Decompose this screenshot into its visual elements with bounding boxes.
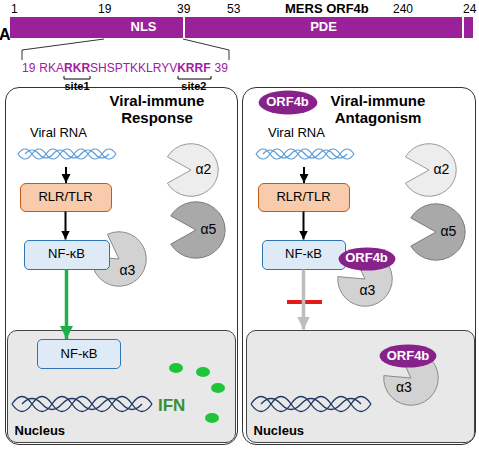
residue-number: 1 <box>11 3 18 17</box>
oval-body <box>380 344 437 367</box>
site-bracket <box>178 76 211 79</box>
residue-number: 24 <box>463 3 476 17</box>
node-heading: α3 <box>360 282 376 298</box>
viral-protein-oval: ORF4b <box>379 344 437 368</box>
importin-body <box>167 143 218 196</box>
importin-shape: α5 <box>165 200 227 260</box>
connector-arrow <box>302 270 306 330</box>
sequence-row: 19 RKARKRSHSPTKKLRYVKRRF 39 <box>22 62 228 76</box>
domain-segment: PDE <box>185 17 462 38</box>
rna-label: Viral RNA <box>268 126 325 141</box>
rna-label: Viral RNA <box>30 126 87 141</box>
importin-shape: α2 <box>162 142 220 198</box>
node-label: NF-κB <box>61 347 98 362</box>
node-heading: Nucleus <box>15 424 66 439</box>
node-label: PDE <box>310 20 337 35</box>
node-heading: Viral-immune Antagonism <box>317 92 439 127</box>
node-label: ORF4b <box>266 95 309 110</box>
residue-number: 240 <box>393 3 413 17</box>
importin-shape: α2 <box>400 142 458 198</box>
node-label: ORF4b <box>345 251 388 266</box>
inhibition-bar <box>287 300 322 304</box>
residue-number: 19 <box>22 62 35 76</box>
residue-number: 53 <box>227 3 240 17</box>
residue-number: 19 <box>98 3 111 17</box>
node-heading: α2 <box>434 161 450 177</box>
site-bracket <box>64 76 90 79</box>
protein-name: MERS ORF4b <box>285 2 369 17</box>
importin-body <box>337 251 392 306</box>
dna-helix <box>12 397 152 412</box>
signal-arrow <box>65 167 67 183</box>
importin-body <box>410 203 464 259</box>
node-heading: Viral-immune Response <box>88 92 226 127</box>
site-label: site2 <box>181 80 206 93</box>
signal-arrow <box>303 167 305 183</box>
residue-number: 39 <box>177 3 190 17</box>
oval-body <box>258 90 317 114</box>
node-label: NF-κB <box>285 247 322 262</box>
node-label: RLR/TLR <box>38 190 92 205</box>
oval-body <box>338 247 395 270</box>
node-heading: α5 <box>201 221 217 237</box>
panel-letter: A <box>0 26 11 44</box>
node-heading: α2 <box>196 161 212 177</box>
nucleus-box: Nucleus NF-κB <box>7 330 236 443</box>
nucleus-box: Nucleus α3 ORF4b <box>246 330 475 443</box>
importin-body <box>405 143 456 196</box>
viral-protein-oval: ORF4b <box>258 90 318 115</box>
receptor-box: RLR/TLR <box>20 183 112 212</box>
residue-number: 39 <box>215 62 228 76</box>
node-heading: α5 <box>441 223 457 239</box>
importin-body <box>91 231 146 286</box>
node-label: NLS <box>131 20 157 35</box>
dna-helix <box>251 397 371 412</box>
node-heading: Nucleus <box>254 424 305 439</box>
sequence-motif: KRRF <box>177 62 210 76</box>
rna-strand <box>18 149 116 159</box>
receptor-box: RLR/TLR <box>258 183 350 212</box>
panel-box: Viral-immune AntagonismORF4bRLR/TLRα2α5N… <box>242 87 476 445</box>
site-label: site1 <box>65 80 90 93</box>
sequence-text: RKA <box>39 62 64 76</box>
node-heading: α3 <box>120 262 136 278</box>
domain-segment: NLS <box>104 17 183 38</box>
sequence-motif: RKR <box>64 62 90 76</box>
rna-strand <box>256 149 354 159</box>
node-label: RLR/TLR <box>276 190 330 205</box>
protein-bar <box>10 17 104 38</box>
connector-arrow <box>303 212 305 240</box>
cytokine-label: IFN <box>158 396 185 416</box>
node-label: ORF4b <box>387 349 430 364</box>
protein-bar <box>464 17 473 38</box>
importin-outline <box>405 202 467 262</box>
factor-box: NF-κB <box>37 339 121 369</box>
node-label: NF-κB <box>48 247 85 262</box>
zoom-line <box>22 39 104 60</box>
sequence-text: SHSPTKKLRYV <box>90 62 177 76</box>
importin-shape: α5 <box>405 202 467 262</box>
viral-protein-oval: ORF4b <box>338 247 396 271</box>
connector-arrow <box>65 270 69 340</box>
importin-body <box>170 201 224 257</box>
importin-outline <box>165 200 227 260</box>
factor-box: NF-κB <box>262 240 346 270</box>
node-heading: α3 <box>396 379 412 395</box>
factor-box: NF-κB <box>24 240 110 270</box>
connector-arrow <box>65 212 67 240</box>
zoom-line <box>183 39 229 60</box>
panel-box: Viral-immune ResponseRLR/TLRα2α5NF-κBα3N… <box>5 87 238 445</box>
